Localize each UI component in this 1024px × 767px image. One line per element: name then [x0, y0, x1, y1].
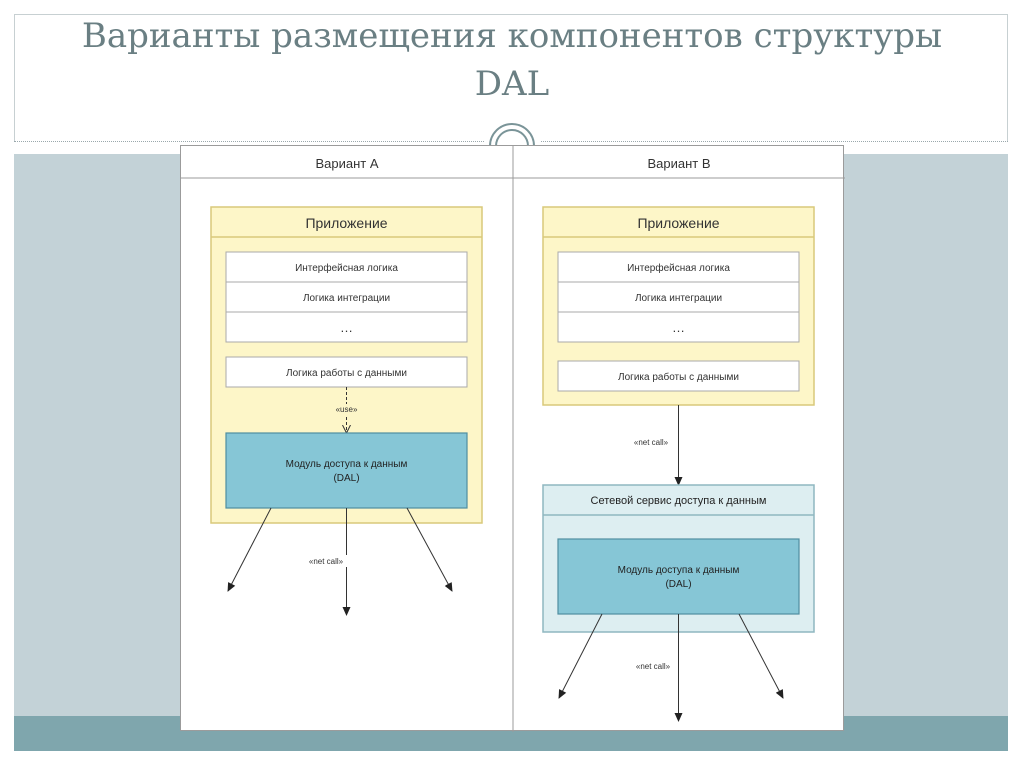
variant-b-dal-line2: (DAL): [665, 579, 691, 590]
variant-a-layer-interface: [225, 251, 468, 283]
variant-b-net-arrow-right: [738, 613, 784, 699]
diagram-panel: Вариант А Вариант В Приложение Интерфейс…: [180, 145, 845, 732]
variant-a-layer-integration: [225, 281, 468, 313]
circle-ornament-icon: [484, 123, 540, 150]
variant-a-layer-interface-label: Интерфейсная логика: [295, 262, 398, 274]
variant-a-data-logic-label: Логика работы с данными: [286, 367, 407, 379]
variant-a-layer-integration-label: Логика интеграции: [303, 293, 390, 304]
slide-title: Варианты размещения компонентов структур…: [30, 12, 994, 108]
variant-a-dal-line1: Модуль доступа к данным: [286, 459, 408, 470]
variant-b-data-logic-label: Логика работы с данными: [618, 371, 739, 383]
dal-deployment-diagram: Вариант А Вариант В Приложение Интерфейс…: [181, 146, 845, 732]
variant-a-application-title: Приложение: [305, 215, 387, 231]
variant-a-header: Вариант А: [315, 156, 378, 171]
variant-a-layer-more: [225, 311, 468, 343]
variant-a-use-label: «use»: [336, 405, 358, 414]
variant-b-application-title: Приложение: [637, 215, 719, 231]
variant-b-layer-more: [557, 311, 800, 343]
variant-b-layer-interface: [557, 251, 800, 283]
variant-a-dal-module: [225, 432, 468, 509]
variant-b-data-logic: [557, 360, 800, 392]
variant-a-dal-line2: (DAL): [333, 473, 359, 484]
variant-b-net-call-bottom-label: «net call»: [636, 662, 671, 671]
variant-b-layer-interface-label: Интерфейсная логика: [627, 262, 730, 274]
variant-a-layer-more-label: …: [340, 320, 353, 335]
slide-title-line2: DAL: [474, 64, 550, 104]
variant-b: Приложение Интерфейсная логика Логика ин…: [542, 206, 815, 722]
variant-b-layer-more-label: …: [672, 320, 685, 335]
variant-a-net-call-label: «net call»: [309, 557, 344, 566]
slide-frame: [14, 14, 1008, 142]
variant-b-dal-module: [557, 538, 800, 615]
variant-b-layer-integration-label: Логика интеграции: [635, 293, 722, 304]
slide-title-line1: Варианты размещения компонентов структур…: [81, 16, 943, 56]
variant-a-net-arrow-right: [406, 507, 453, 592]
variant-b-service-title: Сетевой сервис доступа к данным: [591, 495, 767, 507]
variant-b-dal-line1: Модуль доступа к данным: [618, 565, 740, 576]
variant-b-net-call-top-label: «net call»: [634, 438, 669, 447]
variant-a-net-arrow-left: [227, 507, 272, 592]
variant-a-data-logic: [225, 356, 468, 388]
variant-b-header: Вариант В: [647, 156, 710, 171]
variant-b-net-arrow-left: [558, 613, 603, 699]
variant-b-layer-integration: [557, 281, 800, 313]
variant-a: Приложение Интерфейсная логика Логика ин…: [210, 206, 483, 616]
